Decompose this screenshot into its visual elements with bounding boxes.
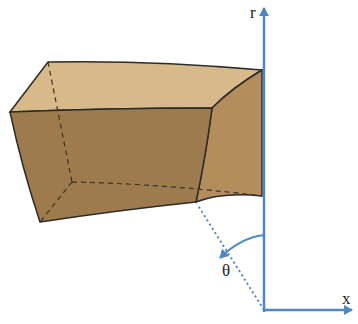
axis-label: x: [342, 290, 351, 307]
x-axis: [264, 309, 352, 312]
radial-line: [197, 204, 264, 310]
r-axis: [263, 8, 266, 312]
axis-label: r: [250, 4, 256, 21]
theta-arc: [220, 235, 264, 258]
angle-label: θ: [222, 262, 230, 279]
block-front-face: [10, 108, 212, 222]
hidden-edge: [40, 62, 262, 222]
